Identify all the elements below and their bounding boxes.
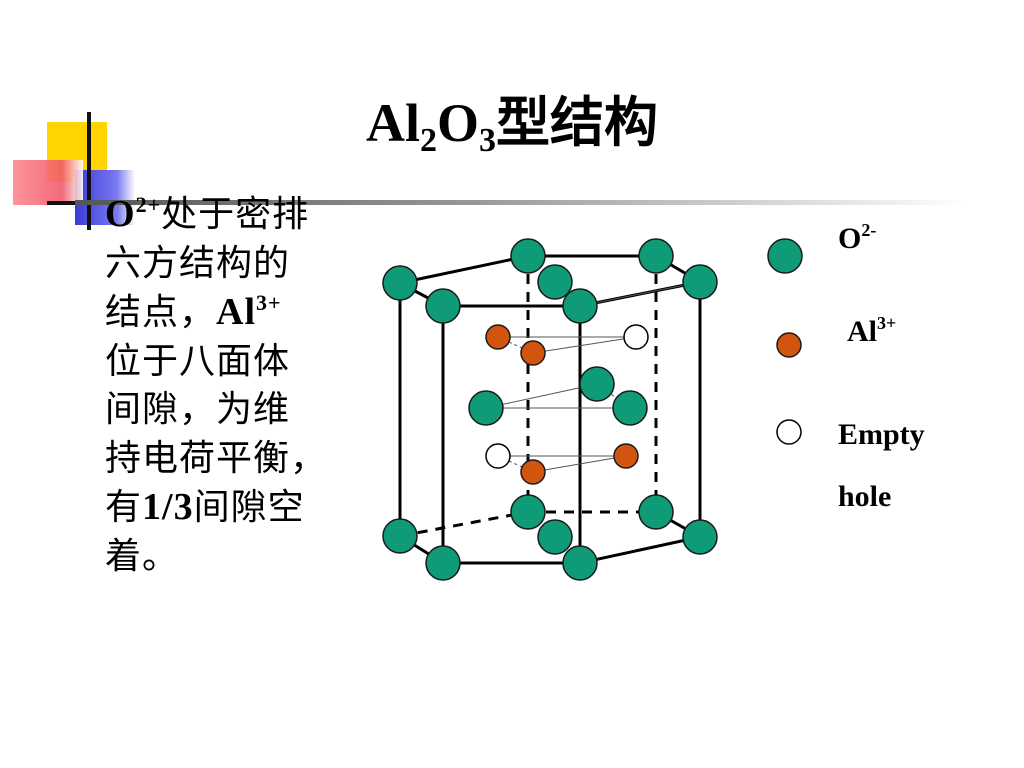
oxygen-atom (682, 264, 718, 300)
empty-hole (485, 443, 511, 469)
empty-holes (485, 324, 649, 469)
deco-red-square (13, 160, 83, 205)
oxygen-atom (612, 390, 648, 426)
legend-aluminum-marker (776, 332, 802, 358)
layer-dashed-guides (497, 336, 631, 473)
oxygen-atom (425, 545, 461, 581)
aluminum-atoms (485, 324, 639, 485)
oxygen-atom (638, 238, 674, 274)
oxygen-atom (579, 366, 615, 402)
oxygen-atom (510, 494, 546, 530)
oxygen-atom (682, 519, 718, 555)
prism-hidden-edges (399, 256, 658, 538)
deco-blue-square (75, 170, 135, 225)
oxygen-atom (382, 518, 418, 554)
legend-oxygen-label: O2- (838, 220, 877, 255)
oxygen-atom (638, 494, 674, 530)
description-text: O2+处于密排 六方结构的 结点，Al3+ 位于八面体 间隙，为维 持电荷平衡，… (105, 192, 328, 577)
oxygen-atom (382, 265, 418, 301)
deco-vertical-line (87, 112, 91, 230)
oxygen-atoms (382, 238, 718, 581)
legend-aluminum-label: Al3+ (847, 313, 897, 348)
aluminum-atom (520, 459, 546, 485)
oxygen-atom (425, 288, 461, 324)
layer-guide-lines (485, 281, 701, 473)
oxygen-atom (562, 288, 598, 324)
aluminum-atom (485, 324, 511, 350)
aluminum-atom (613, 443, 639, 469)
oxygen-atom (537, 264, 573, 300)
oxygen-atom (468, 390, 504, 426)
legend-oxygen-marker (767, 238, 803, 274)
oxygen-atom (562, 545, 598, 581)
legend-empty-label-1: Empty (838, 418, 925, 451)
oxygen-atom (510, 238, 546, 274)
oxygen-atom (537, 519, 573, 555)
title-divider (75, 200, 970, 205)
legend-empty-label-2: hole (838, 480, 892, 513)
legend-empty-marker (776, 419, 802, 445)
aluminum-atom (520, 340, 546, 366)
page-title: Al2O3型结构 (365, 93, 658, 159)
empty-hole (623, 324, 649, 350)
